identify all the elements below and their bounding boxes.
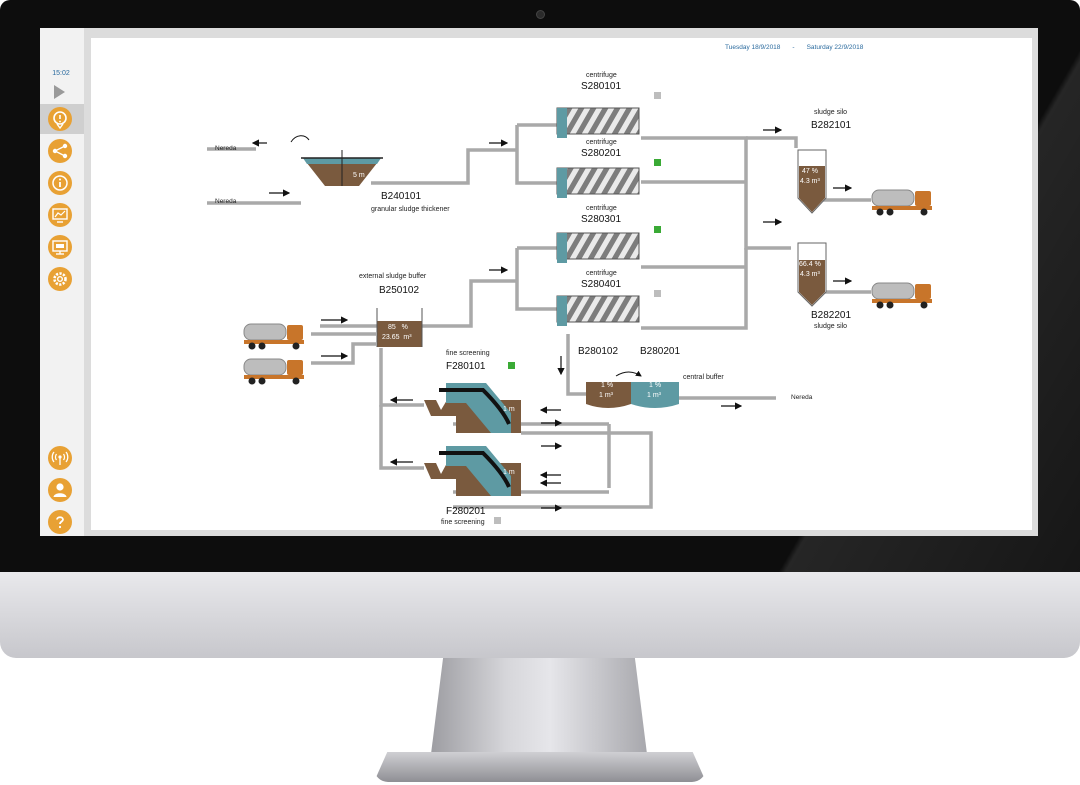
info-icon[interactable]	[48, 171, 72, 195]
silo-1-label: sludge silo	[814, 109, 848, 116]
external-buffer-pct: 85 %	[388, 324, 408, 331]
central-buffer-right-pct: 1 %	[649, 382, 662, 389]
central-buffer-label: central buffer	[683, 374, 724, 381]
date-range[interactable]: Tuesday 18/9/2018 - Saturday 22/9/2018	[719, 44, 869, 51]
nereda-out-label: Nereda	[215, 198, 237, 205]
status-centrifuge-4	[654, 290, 661, 297]
status-screen-2	[494, 517, 501, 524]
date-to: Saturday 22/9/2018	[806, 44, 864, 51]
central-buffer-code-2[interactable]: B280201	[640, 346, 681, 357]
status-centrifuge-2	[654, 159, 661, 166]
central-buffer-left-vol: 1 m³	[599, 392, 613, 399]
thickener-code[interactable]: B240101	[381, 191, 422, 202]
flow-arrows	[251, 126, 853, 512]
silo-2-code[interactable]: B282201	[811, 310, 852, 321]
pipes	[207, 123, 871, 509]
play-icon[interactable]	[54, 85, 65, 99]
nereda-right-label: Nereda	[791, 394, 813, 401]
app-screen: 15:02	[40, 28, 1038, 536]
silo-2-vol: 4.3 m³	[800, 271, 820, 278]
screen-1-level: 1 m	[503, 406, 515, 413]
camera-icon	[536, 10, 545, 19]
network-icon[interactable]	[48, 139, 72, 163]
process-diagram-panel: Tuesday 18/9/2018 - Saturday 22/9/2018	[91, 38, 1032, 530]
centrifuge-4-label: centrifuge	[586, 270, 617, 277]
date-separator: -	[792, 44, 795, 51]
silo-1-pct: 47 %	[802, 168, 818, 175]
central-buffer-code-1[interactable]: B280102	[578, 346, 619, 357]
help-icon[interactable]	[48, 510, 72, 534]
screen-2-code[interactable]: F280201	[446, 506, 486, 517]
centrifuge-1-label: centrifuge	[586, 72, 617, 79]
sidebar: 15:02	[40, 28, 84, 536]
process-flow-diagram	[207, 107, 932, 512]
status-screen-1	[508, 362, 515, 369]
screen-2-label: fine screening	[441, 519, 485, 526]
centrifuge-1-code[interactable]: S280101	[581, 81, 622, 92]
silo-1-code[interactable]: B282101	[811, 120, 852, 131]
central-buffer-right-vol: 1 m³	[647, 392, 661, 399]
screen-2-level: 1 m	[503, 469, 515, 476]
central-buffer-tanks	[586, 370, 679, 408]
external-buffer-vol: 23.65 m³	[382, 334, 412, 341]
thickener-level: 5 m	[353, 172, 365, 179]
centrifuge-2-label: centrifuge	[586, 139, 617, 146]
centrifuge-units	[556, 107, 640, 326]
monitor-stand	[430, 658, 648, 762]
display-icon[interactable]	[48, 235, 72, 259]
gear-icon[interactable]	[48, 267, 72, 291]
external-buffer-name: external sludge buffer	[359, 273, 427, 280]
central-buffer-left-pct: 1 %	[601, 382, 614, 389]
silos	[797, 149, 827, 307]
signal-icon[interactable]	[48, 446, 72, 470]
screen-1-code[interactable]: F280101	[446, 361, 486, 372]
user-icon[interactable]	[48, 478, 72, 502]
monitor-chin	[0, 572, 1080, 658]
screen-1-label: fine screening	[446, 350, 490, 357]
fine-screen-units	[424, 383, 521, 496]
monitor-stand-base	[374, 752, 706, 782]
map-pin-icon[interactable]	[48, 107, 72, 131]
date-from: Tuesday 18/9/2018	[725, 44, 781, 51]
truck-icons	[243, 189, 932, 385]
centrifuge-3-code[interactable]: S280301	[581, 214, 622, 225]
status-centrifuge-1	[654, 92, 661, 99]
external-buffer-tank	[376, 308, 423, 347]
centrifuge-3-label: centrifuge	[586, 205, 617, 212]
silo-2-pct: 66.4 %	[799, 261, 821, 268]
centrifuge-2-code[interactable]: S280201	[581, 148, 622, 159]
silo-2-label: sludge silo	[814, 323, 848, 330]
thickener-tank	[290, 135, 383, 186]
centrifuge-4-code[interactable]: S280401	[581, 279, 622, 290]
thickener-name: granular sludge thickener	[371, 206, 450, 213]
chart-monitor-icon[interactable]	[48, 203, 72, 227]
external-buffer-code[interactable]: B250102	[379, 285, 420, 296]
clock: 15:02	[52, 70, 70, 77]
status-centrifuge-3	[654, 226, 661, 233]
silo-1-vol: 4.3 m³	[800, 178, 820, 185]
nereda-in-label: Nereda	[215, 145, 237, 152]
